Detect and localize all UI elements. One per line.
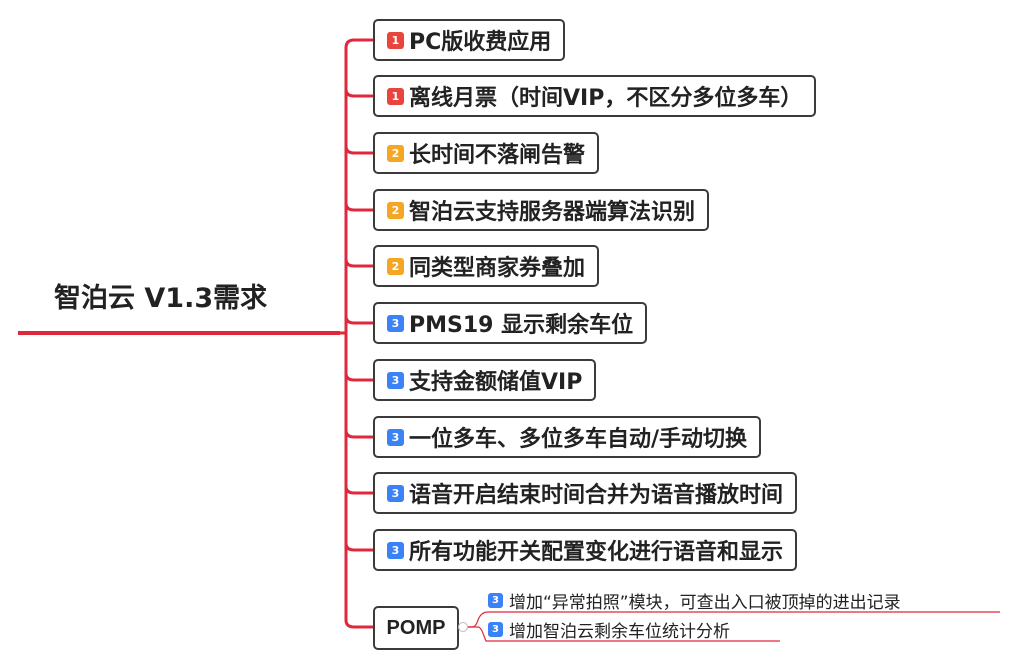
branch-connector	[344, 38, 373, 49]
branch-node[interactable]: 1 PC版收费应用	[373, 19, 566, 61]
priority-1-icon: 1	[387, 31, 404, 49]
branch-label: 一位多车、多位多车自动/手动切换	[409, 427, 748, 452]
pomp-label: POMP	[386, 616, 446, 639]
branch-connector	[344, 429, 373, 439]
sub-topic[interactable]: 3 增加智泊云剩余车位统计分析	[488, 617, 730, 642]
branch-label: 所有功能开关配置变化进行语音和显示	[409, 540, 784, 565]
sub-topic-label: 增加“异常拍照”模块，可查出入口被顶掉的进出记录	[509, 592, 901, 613]
priority-2-icon: 2	[387, 144, 404, 162]
priority-3-icon: 3	[387, 541, 404, 559]
priority-3-icon: 3	[387, 314, 404, 332]
priority-1-icon: 1	[387, 87, 404, 105]
branch-label: 语音开启结束时间合并为语音播放时间	[409, 483, 784, 508]
root-topic[interactable]: 智泊云 V1.3需求	[54, 283, 268, 314]
branch-connector	[344, 145, 373, 155]
branch-connector	[344, 542, 373, 552]
branch-connector	[344, 202, 373, 212]
branch-connector	[344, 485, 373, 495]
branch-label: 离线月票（时间VIP，不区分多位多车）	[409, 86, 803, 111]
branch-label: PC版收费应用	[409, 30, 552, 55]
pomp-node[interactable]: POMP	[373, 606, 459, 650]
collapse-toggle-icon[interactable]	[458, 622, 468, 632]
priority-3-icon: 3	[488, 592, 503, 608]
branch-node[interactable]: 2 同类型商家券叠加	[373, 245, 600, 287]
branch-label: PMS19 显示剩余车位	[409, 313, 634, 338]
priority-3-icon: 3	[387, 484, 404, 502]
branch-label: 智泊云支持服务器端算法识别	[409, 200, 696, 225]
sub-connector	[468, 626, 780, 642]
branch-node[interactable]: 3 一位多车、多位多车自动/手动切换	[373, 416, 762, 458]
branch-node[interactable]: 3 PMS19 显示剩余车位	[373, 302, 648, 344]
sub-topic[interactable]: 3 增加“异常拍照”模块，可查出入口被顶掉的进出记录	[488, 588, 901, 613]
branch-connector	[344, 315, 373, 325]
branch-label: 同类型商家券叠加	[409, 256, 586, 281]
branch-node[interactable]: 1 离线月票（时间VIP，不区分多位多车）	[373, 75, 817, 117]
branch-connector	[344, 258, 373, 268]
branch-node[interactable]: 3 支持金额储值VIP	[373, 359, 597, 401]
branch-node[interactable]: 3 所有功能开关配置变化进行语音和显示	[373, 529, 798, 571]
branch-connector	[344, 372, 373, 382]
branch-node[interactable]: 2 智泊云支持服务器端算法识别	[373, 189, 710, 231]
priority-2-icon: 2	[387, 257, 404, 275]
priority-3-icon: 3	[387, 428, 404, 446]
priority-3-icon: 3	[488, 621, 503, 637]
priority-3-icon: 3	[387, 371, 404, 389]
branch-node[interactable]: 2 长时间不落闸告警	[373, 132, 600, 174]
sub-topic-label: 增加智泊云剩余车位统计分析	[509, 621, 730, 642]
branch-label: 支持金额储值VIP	[409, 370, 583, 395]
branch-label: 长时间不落闸告警	[409, 143, 586, 168]
priority-2-icon: 2	[387, 201, 404, 219]
branch-connector	[344, 88, 373, 98]
branch-connector	[344, 619, 373, 629]
branch-node[interactable]: 3 语音开启结束时间合并为语音播放时间	[373, 472, 798, 514]
